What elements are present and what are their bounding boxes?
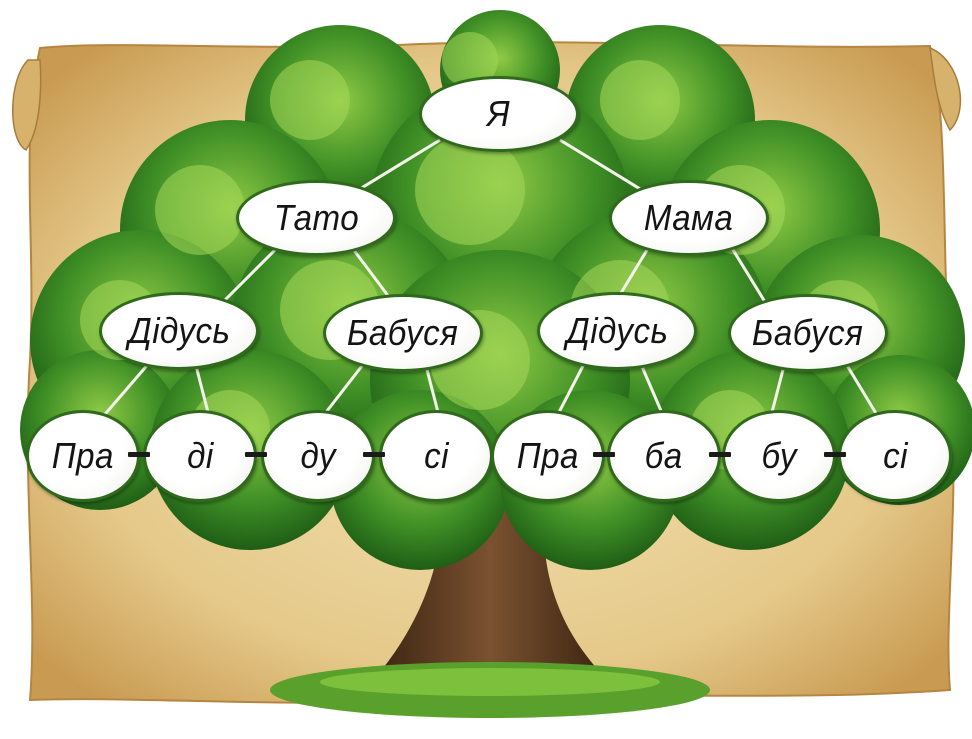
- node-mother-label: Мама: [644, 197, 734, 238]
- node-me-label: Я: [487, 93, 511, 134]
- syllable-node-3: ду: [261, 410, 375, 502]
- node-me: Я: [419, 76, 579, 152]
- node-maternal-grandfather-label: Дідусь: [566, 310, 668, 351]
- node-maternal-grandmother: Бабуся: [728, 294, 888, 372]
- node-paternal-grandmother: Бабуся: [323, 294, 483, 372]
- node-paternal-grandfather-label: Дідусь: [128, 310, 230, 351]
- syllable-label-6: ба: [645, 435, 683, 476]
- syllable-node-8: сі: [838, 410, 952, 502]
- node-paternal-grandmother-label: Бабуся: [347, 312, 459, 353]
- hyphen-dash: [245, 452, 267, 457]
- tree-trunk: [380, 470, 600, 672]
- parchment-curl-left: [12, 59, 42, 151]
- hyphen-dash: [824, 452, 846, 457]
- syllable-node-5: Пра: [491, 410, 605, 502]
- syllable-label-5: Пра: [516, 435, 580, 476]
- parchment-curl-right: [929, 46, 962, 132]
- hyphen-dash: [709, 452, 731, 457]
- syllable-label-4: сі: [423, 435, 449, 476]
- syllable-node-4: сі: [379, 410, 493, 502]
- syllable-node-7: бу: [722, 410, 836, 502]
- syllable-label-7: бу: [761, 435, 797, 476]
- syllable-node-1: Пра: [26, 410, 140, 502]
- hyphen-dash: [593, 452, 615, 457]
- syllable-node-6: ба: [607, 410, 721, 502]
- node-paternal-grandfather: Дідусь: [99, 292, 259, 370]
- syllable-label-2: ді: [186, 435, 214, 476]
- node-mother: Мама: [609, 180, 769, 256]
- hyphen-dash: [363, 452, 385, 457]
- syllable-label-3: ду: [300, 435, 336, 476]
- node-father: Тато: [236, 180, 396, 256]
- syllable-node-2: ді: [143, 410, 257, 502]
- hyphen-dash: [128, 452, 150, 457]
- syllable-label-8: сі: [882, 435, 908, 476]
- node-maternal-grandfather: Дідусь: [537, 292, 697, 370]
- node-father-label: Тато: [273, 197, 359, 238]
- syllable-label-1: Пра: [51, 435, 115, 476]
- node-maternal-grandmother-label: Бабуся: [752, 312, 864, 353]
